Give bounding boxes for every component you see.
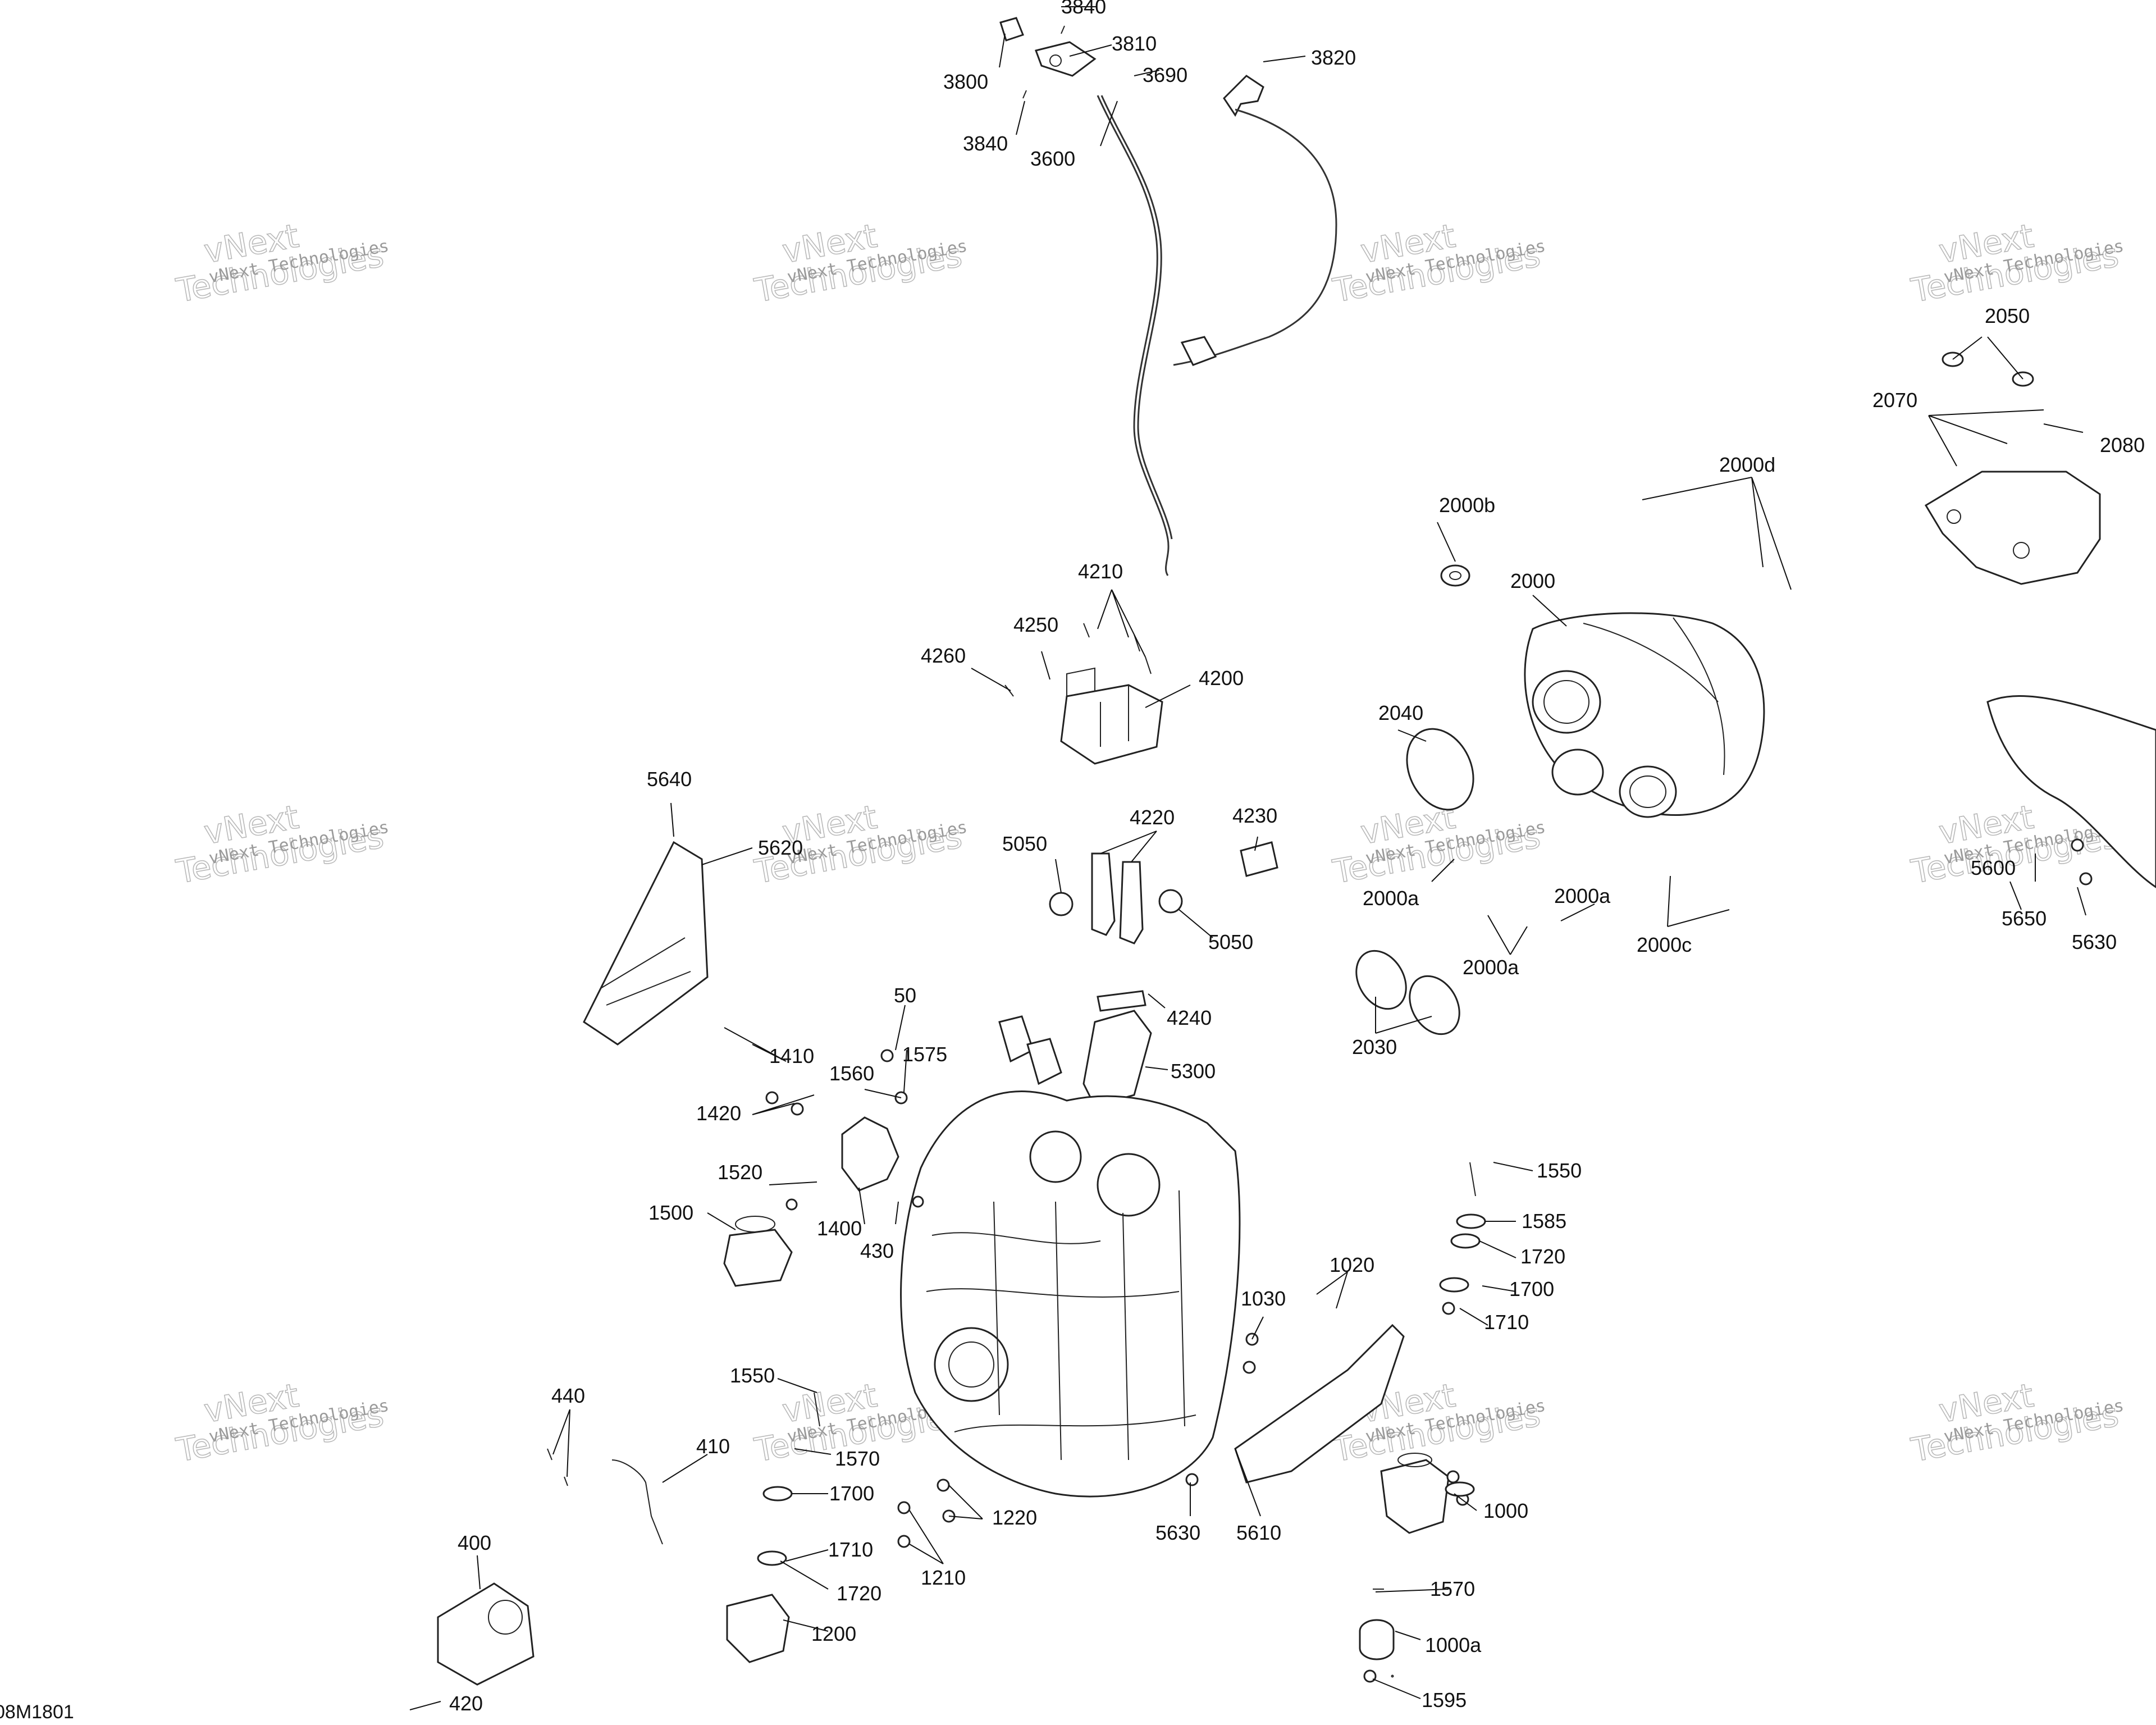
callout-5050: 5050 — [1002, 832, 1047, 855]
callout-420: 420 — [449, 1692, 483, 1715]
callout-1560: 1560 — [829, 1062, 874, 1085]
callout-5050: 5050 — [1208, 930, 1253, 953]
callout-2000d: 2000d — [1719, 453, 1775, 476]
callout-2070: 2070 — [1872, 389, 1917, 412]
callout-1585: 1585 — [1522, 1210, 1566, 1233]
callout-410: 410 — [696, 1435, 730, 1458]
callout-5650: 5650 — [2002, 907, 2047, 930]
callout-1500: 1500 — [648, 1201, 693, 1224]
callout-4250: 4250 — [1013, 613, 1058, 636]
callout-3840: 3840 — [963, 132, 1008, 155]
callout-1550: 1550 — [730, 1364, 775, 1387]
callout-4260: 4260 — [921, 644, 966, 667]
callout-2000b: 2000b — [1439, 494, 1495, 517]
callout-4240: 4240 — [1167, 1006, 1212, 1029]
callout-1200: 1200 — [811, 1622, 856, 1645]
callout-400: 400 — [458, 1531, 491, 1554]
callout-5630: 5630 — [1155, 1521, 1200, 1544]
part-drawings — [437, 17, 2156, 1686]
callout-1710: 1710 — [828, 1538, 873, 1561]
callout-1410: 1410 — [769, 1044, 814, 1067]
callout-430: 430 — [860, 1239, 894, 1262]
callout-2040: 2040 — [1378, 701, 1423, 724]
callout-1020: 1020 — [1330, 1253, 1374, 1276]
callout-4200: 4200 — [1199, 667, 1244, 690]
callout-1710: 1710 — [1484, 1311, 1529, 1334]
callout-1720: 1720 — [1520, 1245, 1565, 1268]
callout-3690: 3690 — [1143, 63, 1187, 86]
callout-labels: 3840 3810 3800 3690 3820 3840 3600 2050 2070 2080… — [449, 0, 2145, 1715]
callout-5600: 5600 — [1971, 856, 2016, 879]
callout-2080: 2080 — [2100, 433, 2145, 457]
callout-2030: 2030 — [1352, 1035, 1397, 1058]
callout-1700: 1700 — [1509, 1277, 1554, 1300]
callout-3600: 3600 — [1030, 147, 1075, 170]
leader-lines — [409, 6, 2086, 1710]
callout-4210: 4210 — [1078, 560, 1123, 583]
callout-1520: 1520 — [718, 1161, 762, 1184]
callout-1550: 1550 — [1537, 1159, 1582, 1182]
callout-4220: 4220 — [1130, 806, 1175, 829]
callout-1030: 1030 — [1241, 1287, 1286, 1310]
callout-3840: 3840 — [1061, 0, 1106, 18]
callout-1000a: 1000a — [1425, 1633, 1482, 1656]
callout-1570: 1570 — [835, 1447, 880, 1470]
callout-3810: 3810 — [1112, 32, 1157, 55]
callout-2000a: 2000a — [1463, 956, 1519, 979]
callout-1210: 1210 — [921, 1566, 966, 1589]
callout-1000: 1000 — [1483, 1499, 1528, 1522]
callout-1400: 1400 — [817, 1217, 862, 1240]
callout-1420: 1420 — [696, 1102, 741, 1125]
callout-1720: 1720 — [837, 1582, 881, 1605]
callout-5300: 5300 — [1171, 1060, 1216, 1083]
callout-1220: 1220 — [992, 1506, 1037, 1529]
callout-5610: 5610 — [1236, 1521, 1281, 1544]
callout-1700: 1700 — [829, 1482, 874, 1505]
callout-5640: 5640 — [647, 768, 692, 791]
callout-440: 440 — [551, 1384, 585, 1407]
callout-2050: 2050 — [1985, 304, 2030, 327]
callout-2000: 2000 — [1510, 569, 1555, 592]
callout-4230: 4230 — [1232, 804, 1277, 827]
callout-5620: 5620 — [758, 836, 803, 859]
callout-3820: 3820 — [1311, 46, 1356, 69]
callout-50: 50 — [894, 984, 916, 1007]
diagram-id: 08M1801 — [0, 1701, 74, 1723]
callout-2000a: 2000a — [1554, 884, 1611, 907]
callout-2000c: 2000c — [1637, 933, 1692, 956]
callout-1570: 1570 — [1430, 1577, 1475, 1600]
callout-1595: 1595 — [1422, 1689, 1467, 1712]
callout-1575: 1575 — [902, 1043, 947, 1066]
callout-2000a: 2000a — [1363, 887, 1419, 910]
callout-3800: 3800 — [943, 70, 988, 93]
callout-5630: 5630 — [2072, 930, 2117, 953]
